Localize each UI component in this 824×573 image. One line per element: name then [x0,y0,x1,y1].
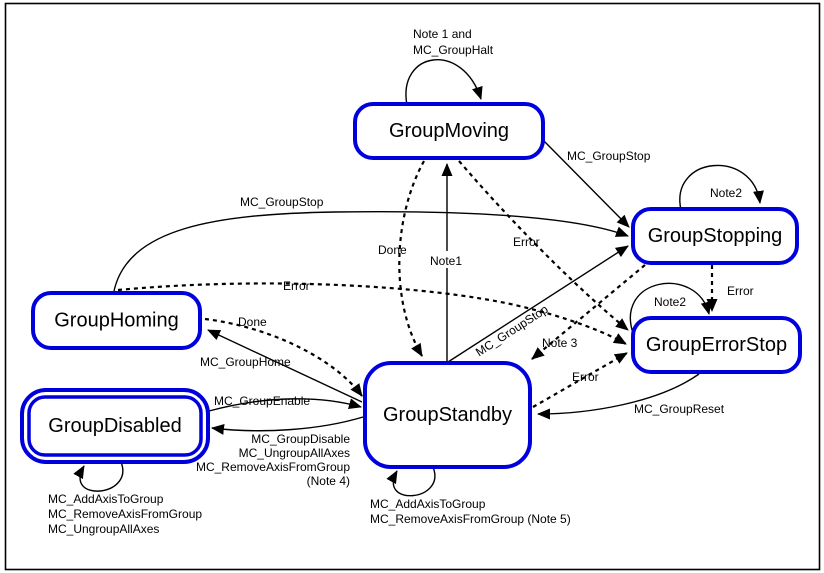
edge-label-standby-to-disabled-groupdisable-1: MC_GroupDisable [251,432,350,446]
edge-label-moving-to-standby-done: Done [378,243,407,257]
edge-label-standby-self-axes-2: MC_RemoveAxisFromGroup (Note 5) [370,512,571,526]
edge-label-homing-to-stopping-groupstop: MC_GroupStop [240,195,324,209]
state-label-group-disabled: GroupDisabled [48,415,181,437]
edge-label-standby-to-disabled-groupdisable-2: MC_UngroupAllAxes [239,446,350,460]
edge-label-disabled-self-axes-2: MC_RemoveAxisFromGroup [48,507,202,521]
edge-moving-to-standby-done [398,160,425,357]
edge-label-disabled-to-standby-groupenable: MC_GroupEnable [214,394,310,408]
edge-label-moving-self-halt-1: Note 1 and [413,27,472,41]
edge-moving-to-stopping-groupstop [542,139,630,228]
states-layer: GroupMovingGroupStoppingGroupErrorStopGr… [20,102,802,469]
state-label-group-homing: GroupHoming [54,310,179,332]
edge-label-homing-to-errorstop-error: Error [283,279,310,293]
state-group-standby: GroupStandby [363,361,532,469]
state-box-group-disabled [20,388,210,464]
edge-standby-to-errorstop-error [532,352,628,408]
edges-layer [4,2,821,571]
state-label-group-stopping: GroupStopping [648,225,783,247]
edge-homing-to-standby-done [204,317,363,397]
edge-label-moving-to-errorstop-error: Error [513,235,540,249]
edge-label-moving-to-stopping-groupstop: MC_GroupStop [567,149,651,163]
edge-homing-to-errorstop-error [117,282,627,345]
state-group-error-stop: GroupErrorStop [631,316,802,374]
edge-moving-self-halt [405,59,483,106]
state-box-group-moving [353,102,545,160]
state-label-group-moving: GroupMoving [389,120,509,142]
edge-label-standby-to-stopping-groupstop: MC_GroupStop [473,302,551,359]
edge-label-standby-to-errorstop-error: Error [572,370,599,384]
figure-border [4,2,821,571]
edge-errorstop-to-standby-groupreset [537,373,700,420]
edge-standby-self-axes [386,466,436,497]
state-box-group-error-stop [631,316,802,374]
state-box-group-standby [363,361,532,469]
state-box-group-homing [31,291,202,350]
edge-disabled-self-axes [73,461,124,492]
edge-disabled-to-standby-groupenable [208,398,362,412]
edge-label-stopping-to-errorstop-error: Error [727,284,754,298]
edge-stopping-self-note2 [679,164,764,211]
state-label-group-error-stop: GroupErrorStop [646,334,787,356]
edge-label-disabled-self-axes-1: MC_AddAxisToGroup [48,492,164,506]
edge-standby-to-disabled-groupdisable [211,416,364,435]
edge-label-errorstop-self-note2: Note2 [654,295,686,309]
edge-label-stopping-to-standby-note3: Note 3 [542,336,578,350]
state-group-homing: GroupHoming [31,291,202,350]
edge-standby-to-stopping-groupstop [447,245,629,363]
state-group-moving: GroupMoving [353,102,545,160]
state-group-stopping: GroupStopping [631,207,799,265]
state-group-disabled: GroupDisabled [20,388,210,464]
edge-label-disabled-self-axes-3: MC_UngroupAllAxes [48,522,159,536]
label-bg-standby-to-moving-note1 [422,251,470,268]
edge-label-standby-to-disabled-groupdisable-3: MC_RemoveAxisFromGroup [196,460,350,474]
edge-label-standby-to-homing-grouphome: MC_GroupHome [200,355,291,369]
edge-errorstop-self-note2 [629,282,712,337]
edge-stopping-to-standby-note3 [531,264,646,360]
edge-label-homing-to-standby-done: Done [238,315,267,329]
edge-moving-to-errorstop-error [458,160,629,331]
edge-label-stopping-self-note2: Note2 [710,186,742,200]
edge-label-standby-to-moving-note1: Note1 [430,254,462,268]
edge-label-errorstop-to-standby-groupreset: MC_GroupReset [634,402,725,416]
edge-label-standby-self-axes-1: MC_AddAxisToGroup [370,497,486,511]
edge-label-moving-self-halt-2: MC_GroupHalt [413,43,494,57]
state-inner-box-group-disabled [27,395,203,457]
state-label-group-standby: GroupStandby [383,404,512,426]
edge-homing-to-stopping-groupstop [113,211,629,292]
edge-label-standby-to-disabled-groupdisable-4: (Note 4) [307,474,350,488]
state-box-group-stopping [631,207,799,265]
edge-standby-to-homing-grouphome [207,329,363,403]
